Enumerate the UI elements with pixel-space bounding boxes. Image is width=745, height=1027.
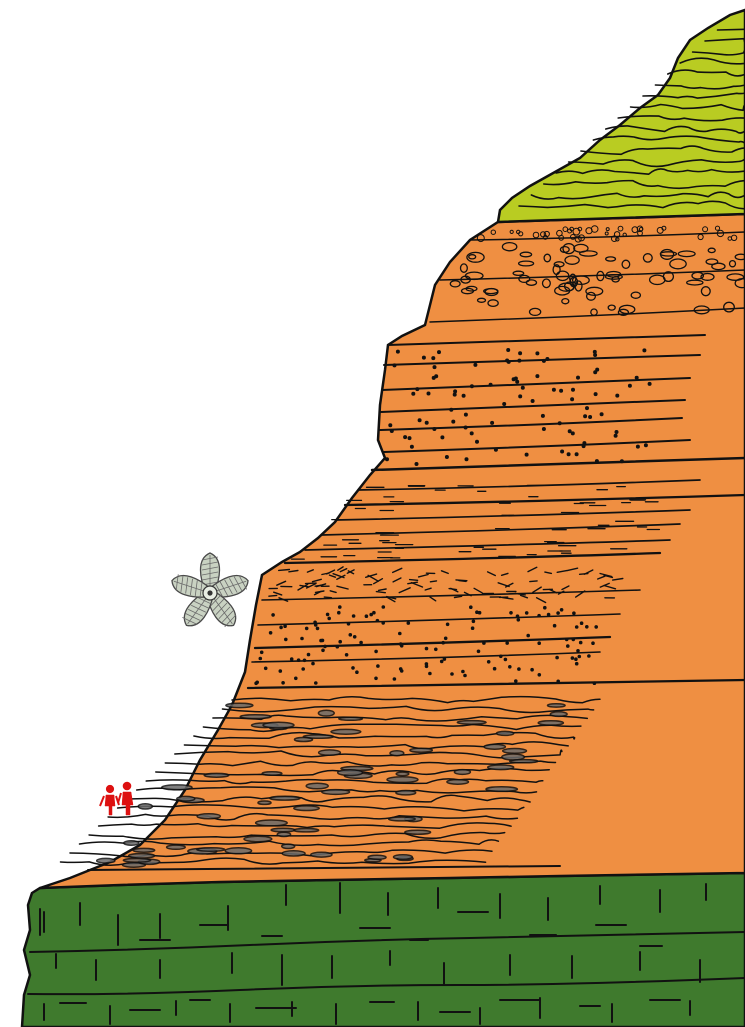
middle-orange-unit: [40, 214, 745, 888]
crinoid-fossil-icon: [169, 553, 251, 631]
human-scale-icon: [100, 782, 133, 815]
limestone-base-layer: [22, 873, 745, 1027]
upper-green-unit: [498, 10, 745, 222]
